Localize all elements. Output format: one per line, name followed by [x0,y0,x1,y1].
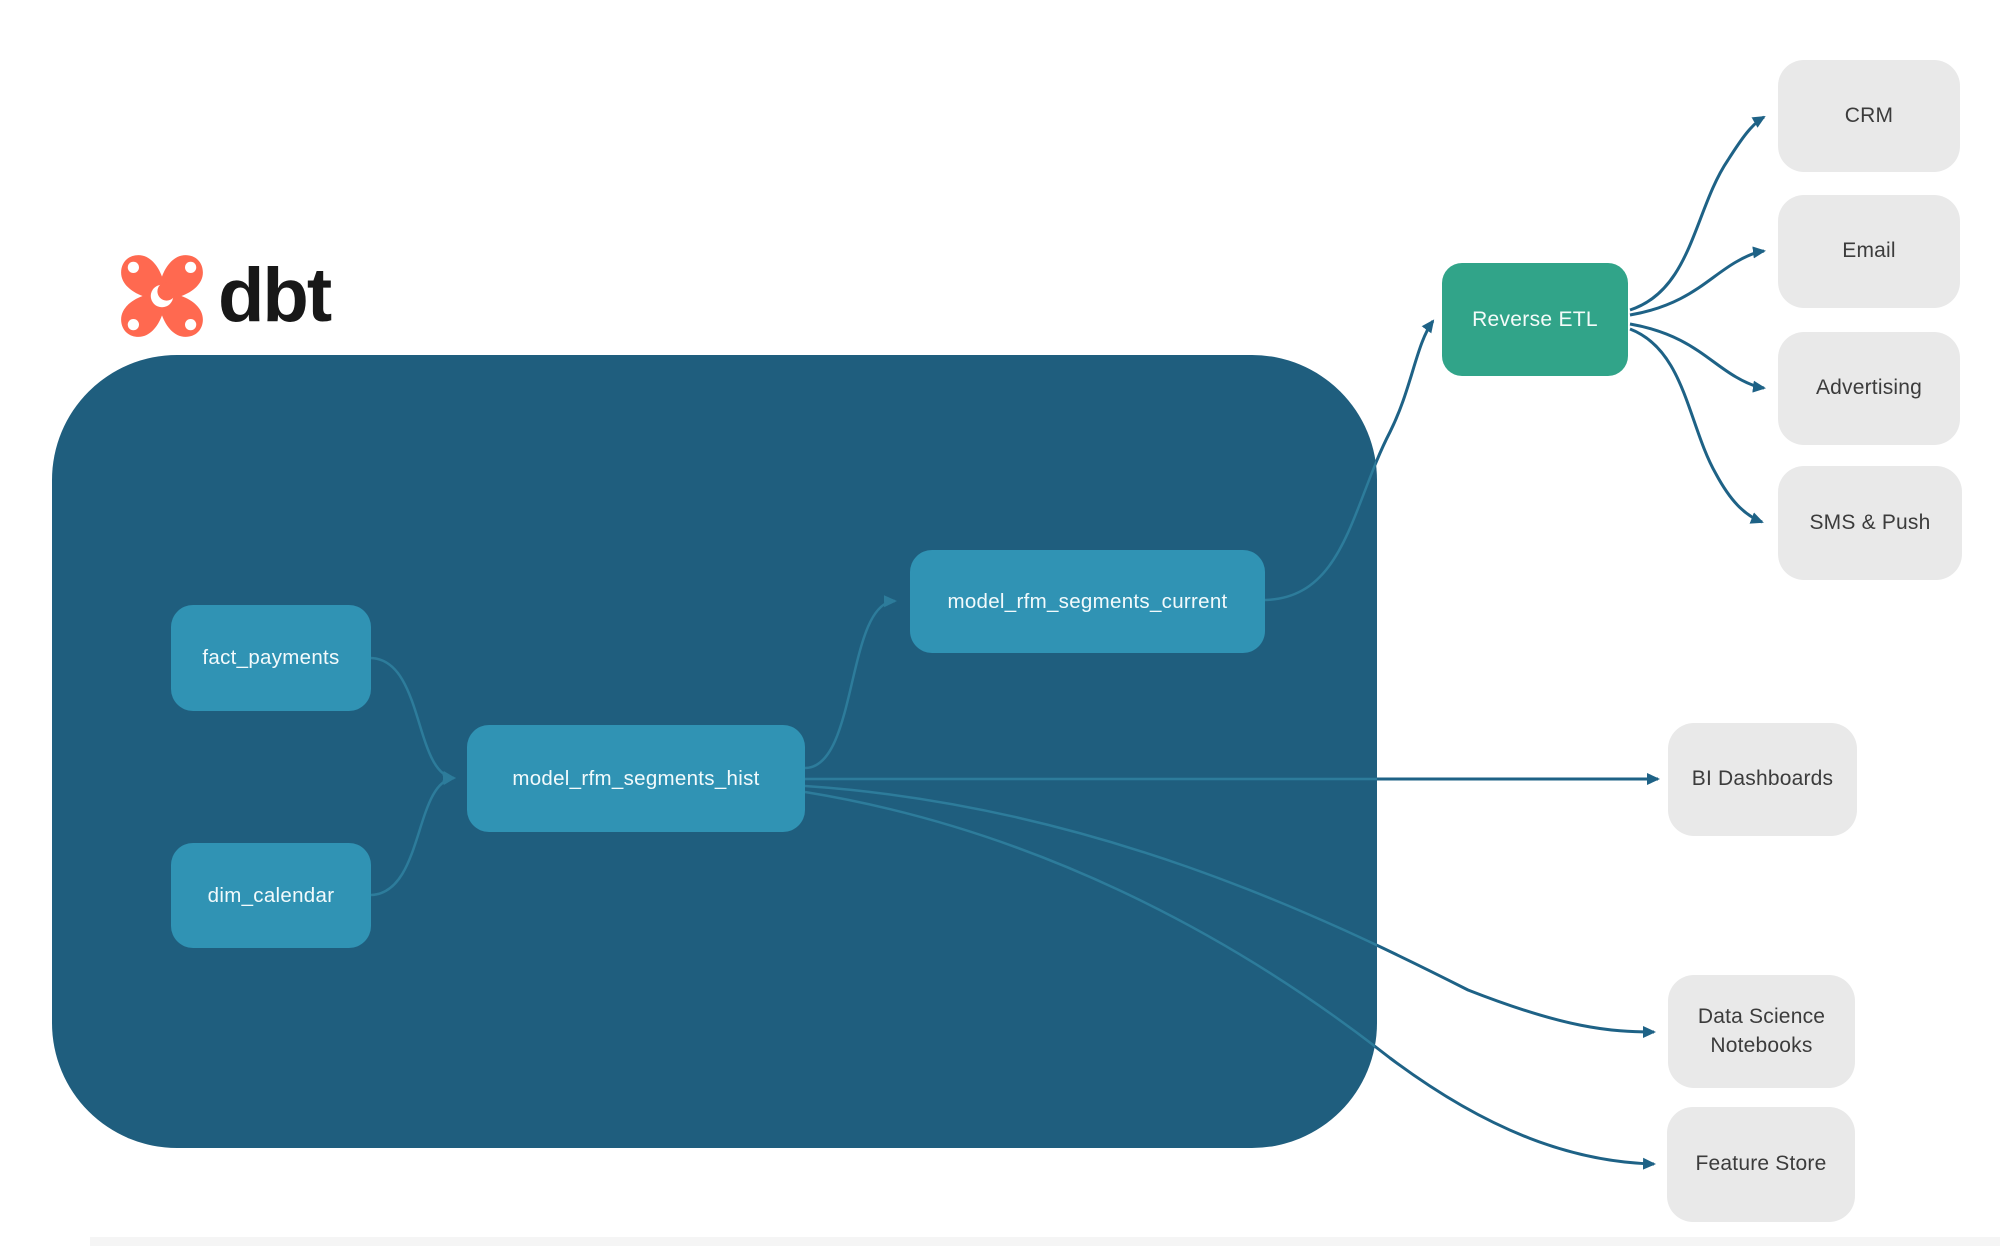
node-fact-payments-label: fact_payments [202,646,340,669]
node-sms-push-label: SMS & Push [1809,510,1931,534]
node-bi-dashboards: BI Dashboards [1668,723,1857,836]
edge-reverse-etl-to-advertising [1629,322,1766,393]
node-advertising-label: Advertising [1815,376,1923,400]
node-crm: CRM [1778,60,1960,172]
dbt-logo-text: dbt [218,253,332,338]
node-reverse-etl-label: Reverse ETL [1472,307,1598,331]
bottom-edge-strip [90,1237,2000,1246]
node-email-label: Email [1842,239,1896,263]
node-feature-store: Feature Store [1667,1107,1855,1222]
edge-reverse-etl-to-sms-push [1629,327,1764,524]
node-feature-store-label: Feature Store [1695,1152,1827,1176]
node-email: Email [1778,195,1960,308]
node-bi-dashboards-label: BI Dashboards [1691,767,1834,791]
node-data-science-notebooks: Data Science Notebooks [1668,975,1855,1088]
node-dim-calendar: dim_calendar [171,843,371,948]
node-model-rfm-segments-current: model_rfm_segments_current [910,550,1265,653]
node-fact-payments: fact_payments [171,605,371,711]
node-crm-label: CRM [1844,103,1894,127]
node-model-rfm-segments-current-label: model_rfm_segments_current [947,589,1228,613]
edge-reverse-etl-to-email [1629,246,1766,317]
node-model-rfm-segments-hist: model_rfm_segments_hist [467,725,805,832]
node-reverse-etl: Reverse ETL [1442,263,1628,376]
node-sms-push: SMS & Push [1778,466,1962,580]
node-data-science-notebooks-label: Data Science Notebooks [1697,1005,1826,1057]
node-dim-calendar-label: dim_calendar [207,883,335,907]
node-advertising: Advertising [1778,332,1960,445]
dbt-logo-icon [121,255,203,337]
node-model-rfm-segments-hist-label: model_rfm_segments_hist [512,766,760,790]
edge-reverse-etl-to-crm [1629,115,1766,312]
dbt-logo: dbt [116,248,332,344]
